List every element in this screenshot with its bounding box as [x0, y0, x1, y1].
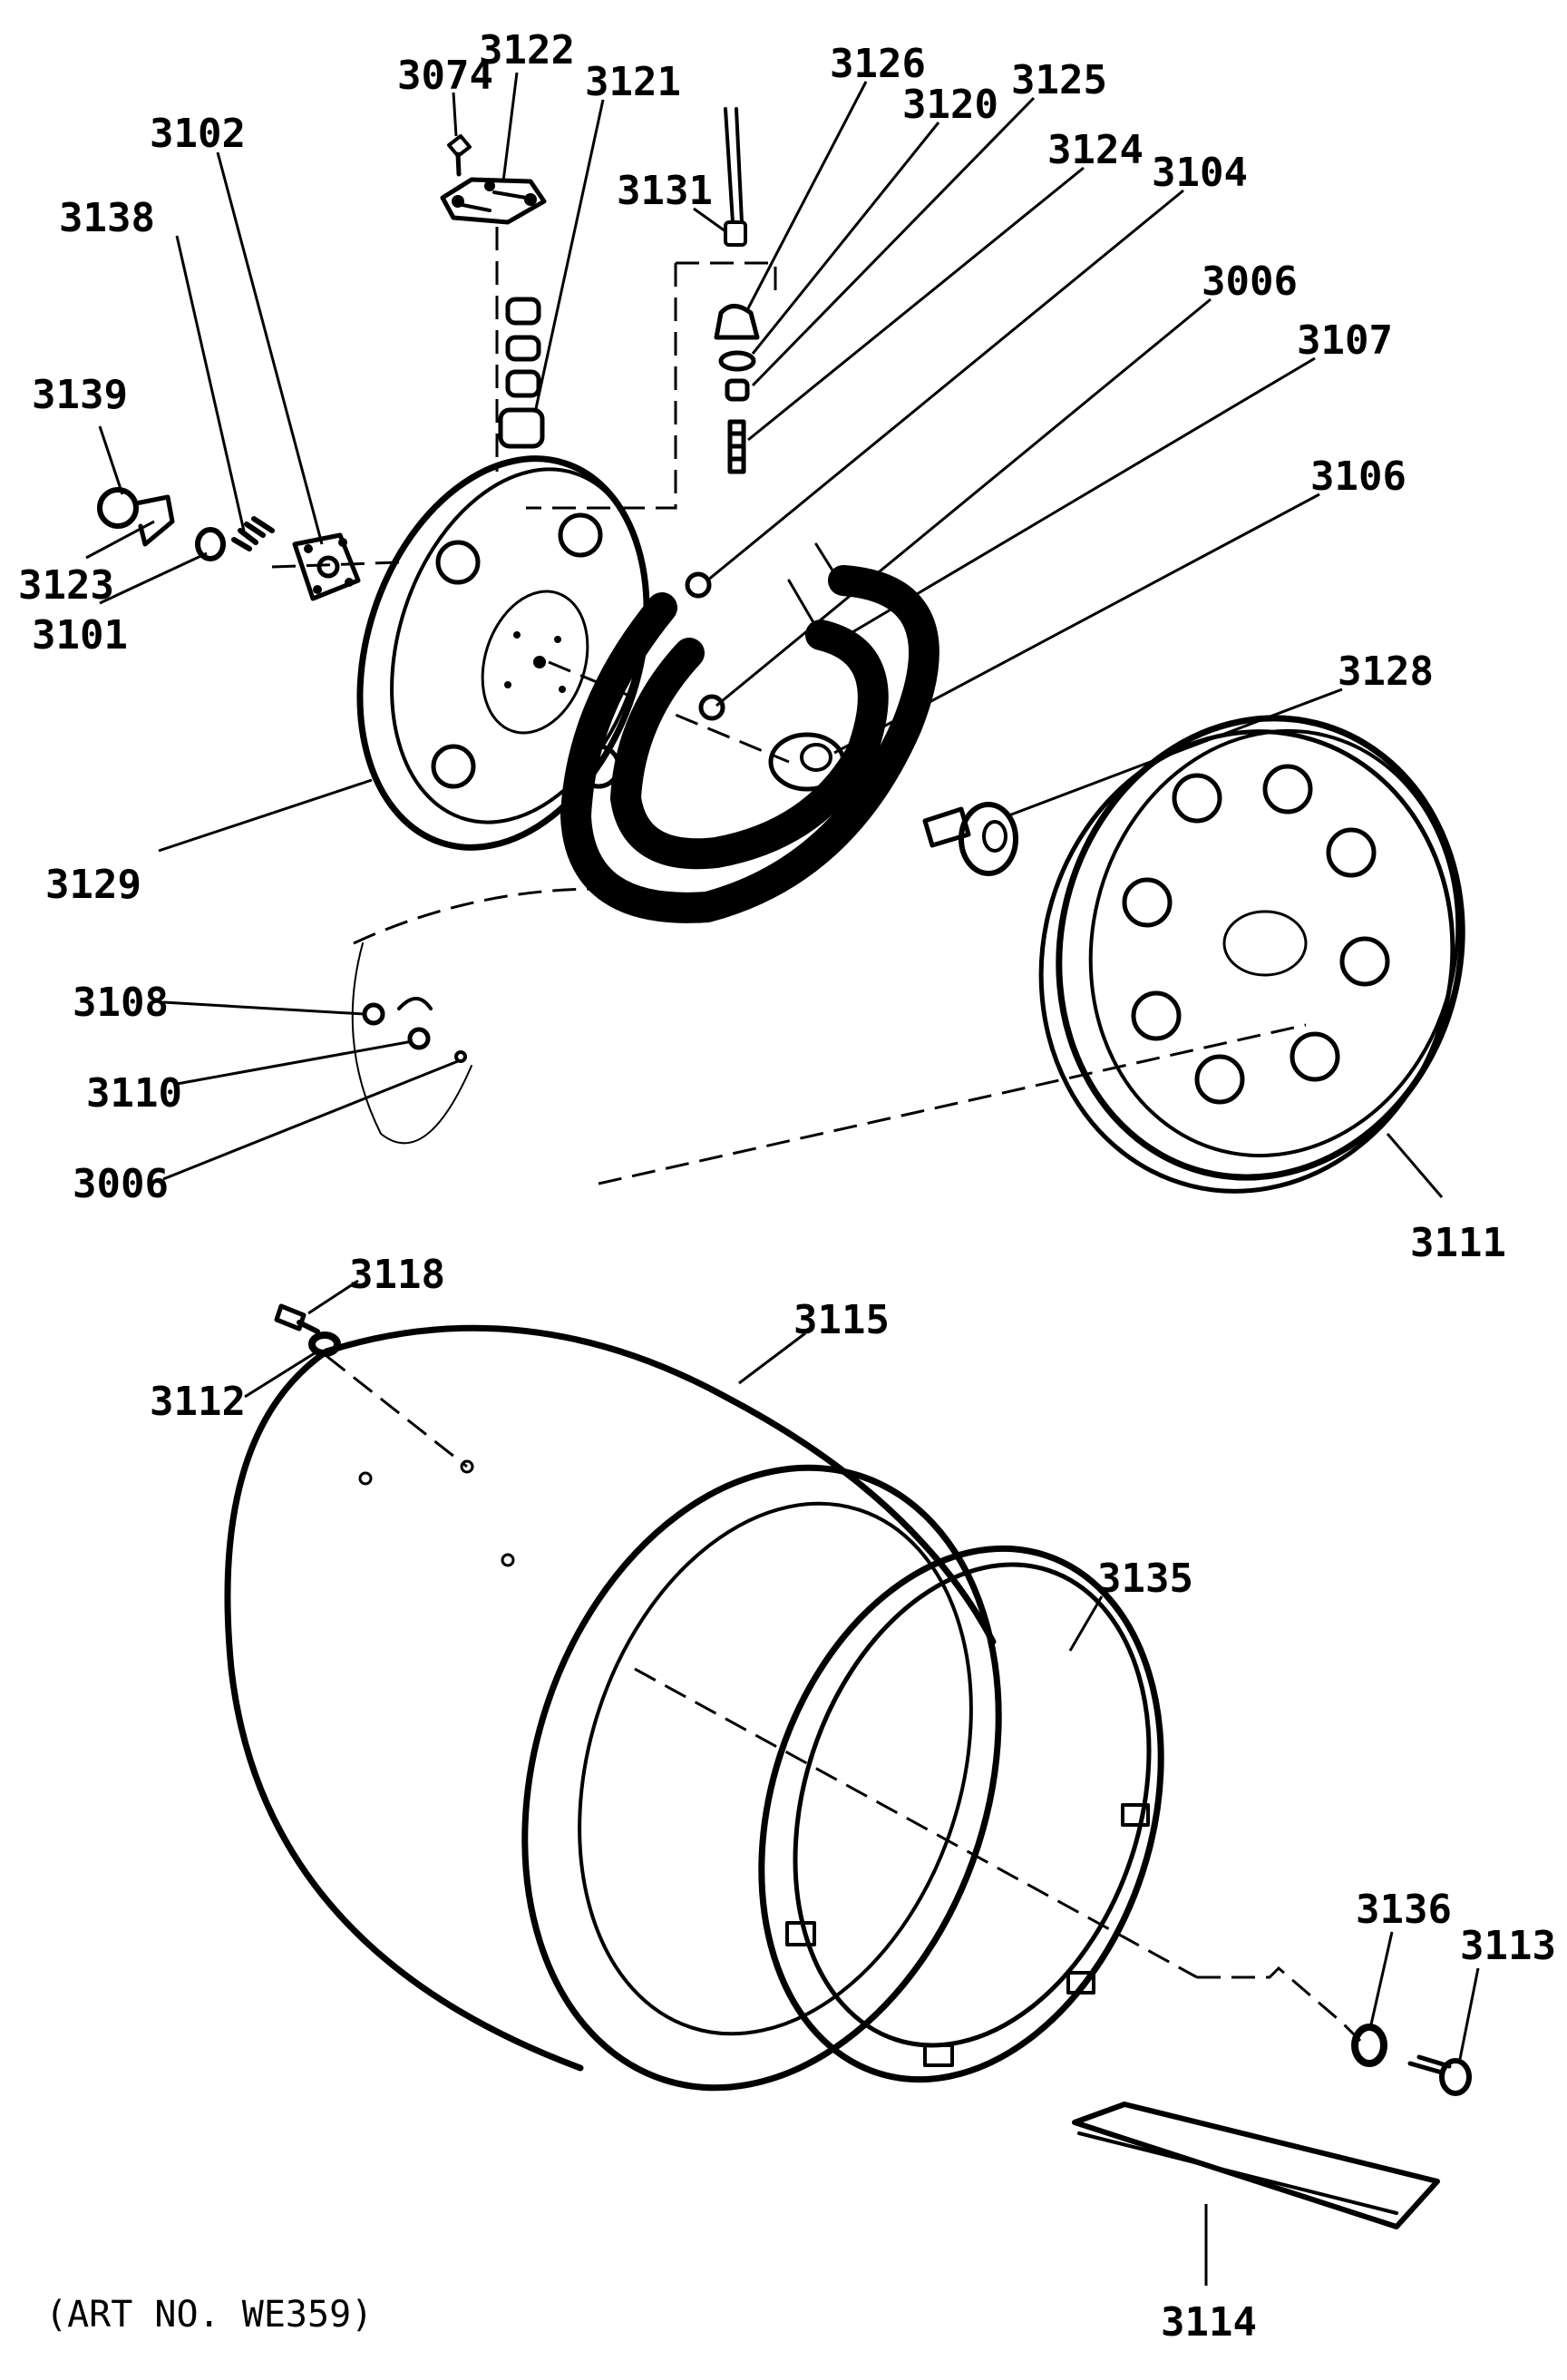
callout-3121: 3121	[585, 59, 681, 105]
front-hardware	[1351, 2024, 1472, 2096]
callout-3131: 3131	[617, 168, 713, 214]
rear-bearing-parts	[97, 487, 400, 601]
callout-3102: 3102	[150, 111, 246, 157]
callout-3136: 3136	[1356, 1887, 1452, 1933]
callout-3074: 3074	[397, 53, 493, 99]
sensor-probe-parts	[526, 107, 777, 510]
callout-3106: 3106	[1310, 454, 1406, 500]
tumble-drum	[224, 1324, 1002, 2092]
callout-3126: 3126	[830, 41, 926, 87]
thermostat-bracket	[440, 134, 547, 225]
callout-3120: 3120	[902, 82, 998, 128]
callout-3114: 3114	[1161, 2299, 1257, 2346]
callout-3108: 3108	[73, 980, 169, 1026]
drum-screw-washer	[274, 1303, 341, 1357]
callout-3101: 3101	[32, 612, 128, 658]
drum-front-ring	[634, 1545, 1362, 2083]
center-bearing-parts	[548, 571, 846, 792]
drum-shaft	[922, 802, 1018, 876]
callout-3125: 3125	[1011, 57, 1107, 103]
callout-3124: 3124	[1047, 127, 1144, 173]
callout-3110: 3110	[86, 1070, 182, 1117]
callout-3104: 3104	[1152, 150, 1248, 196]
art-number-caption: (ART NO. WE359)	[45, 2294, 373, 2336]
callout-3111: 3111	[1410, 1220, 1506, 1266]
drum-baffle-wheel	[1038, 715, 1465, 1194]
callout-3113: 3113	[1460, 1923, 1556, 1969]
callout-3139: 3139	[32, 372, 128, 418]
callout-3129: 3129	[45, 862, 141, 908]
drum-baffle	[1072, 2102, 1440, 2229]
callout-3138: 3138	[59, 195, 155, 241]
detail-parts	[351, 887, 1307, 1185]
leader-lines	[85, 72, 1480, 2286]
callout-3123: 3123	[18, 562, 114, 609]
heater-element	[560, 542, 939, 923]
callout-3112: 3112	[150, 1379, 246, 1425]
callout-3118: 3118	[349, 1252, 445, 1298]
callout-3107: 3107	[1297, 317, 1393, 364]
spacer-stack	[495, 227, 545, 472]
callout-3115: 3115	[793, 1297, 890, 1343]
callout-3006-upper: 3006	[1202, 258, 1298, 305]
callout-3006-lower: 3006	[73, 1161, 169, 1207]
callout-3128: 3128	[1338, 649, 1434, 695]
callout-3122: 3122	[479, 27, 575, 73]
callout-3135: 3135	[1097, 1556, 1193, 1602]
